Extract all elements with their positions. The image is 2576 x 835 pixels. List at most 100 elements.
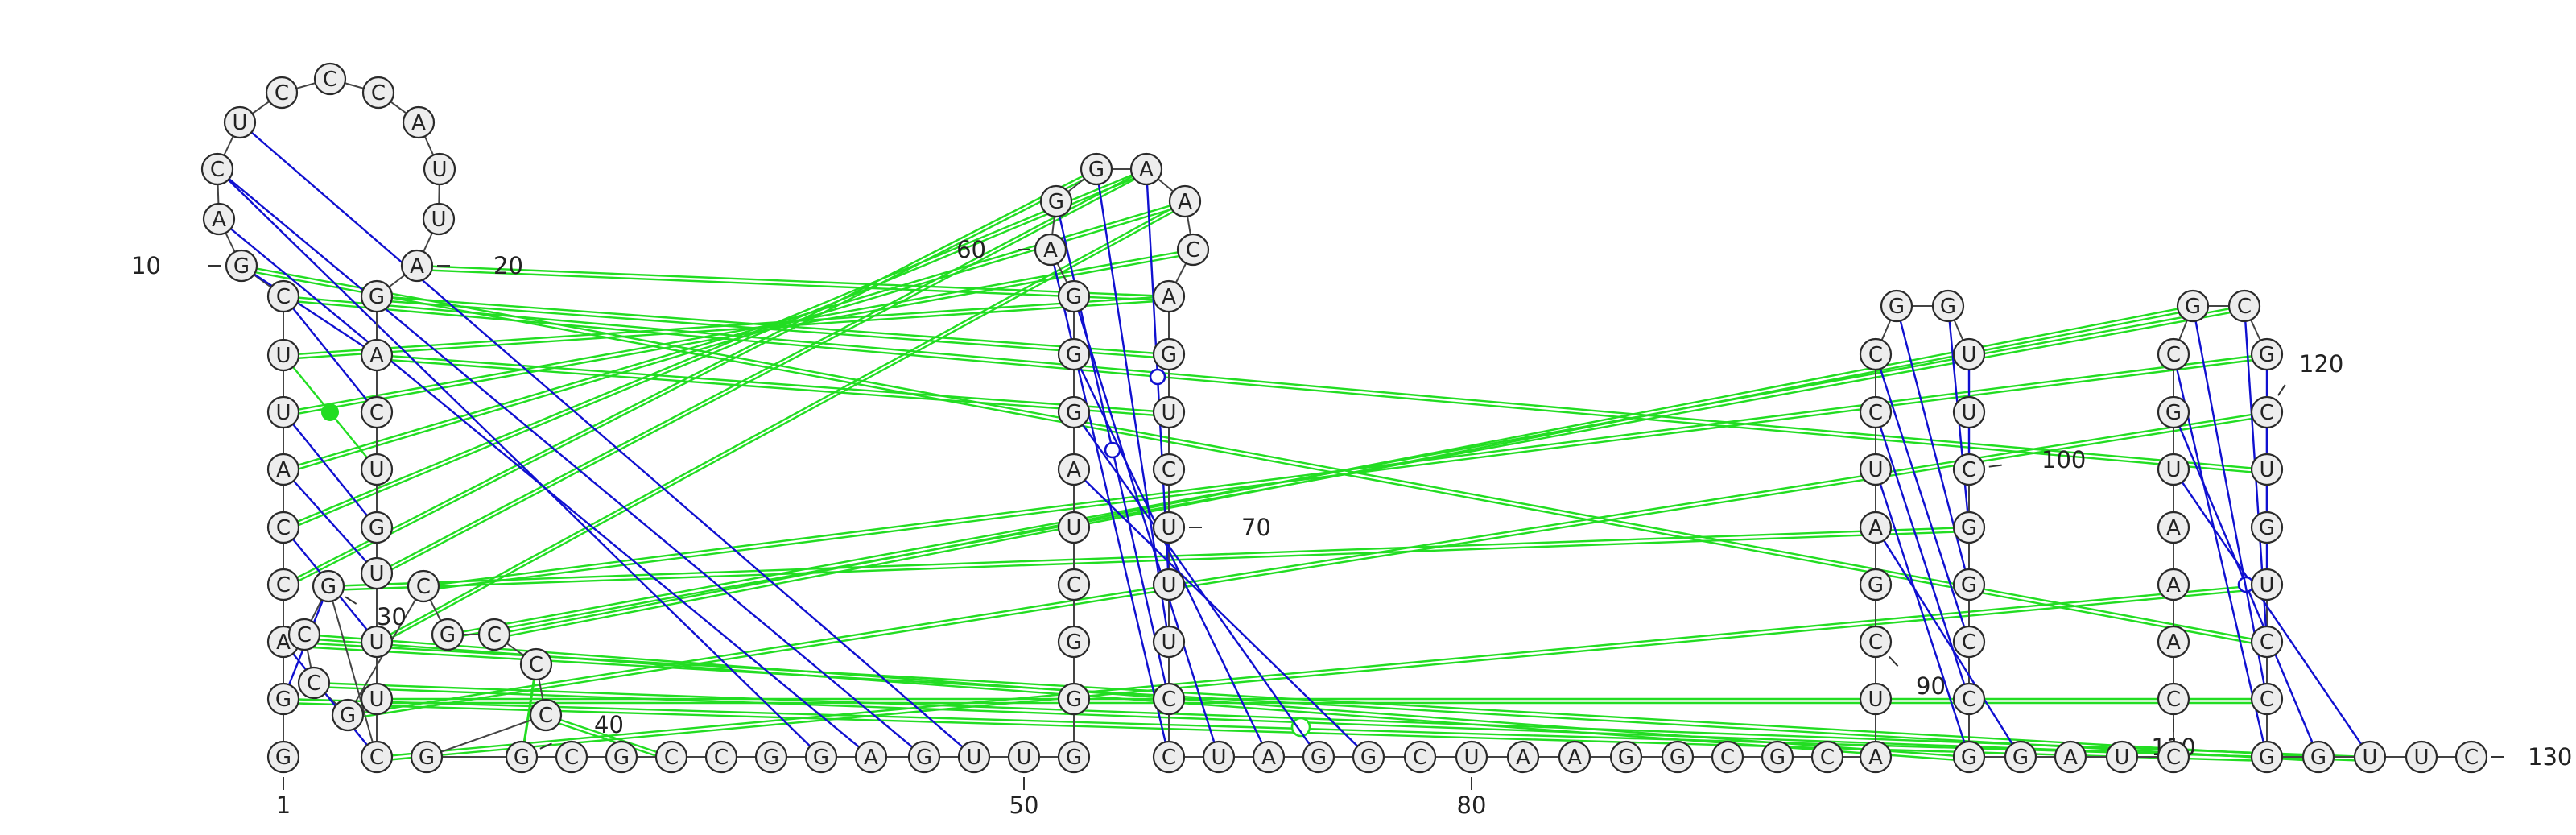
nucleotide-circle [1152,453,1186,486]
nucleotide-letter: U [1161,401,1176,425]
tertiary-interaction-line [545,717,672,763]
nucleotide: G [907,740,941,774]
nucleotide-circle [1129,152,1163,186]
nucleotide: C [1152,453,1186,486]
nucleotide-circle [200,152,234,186]
nucleotide-letter: G [1961,573,1977,597]
nucleotide-circle [297,666,331,700]
tertiary-interaction-line [283,252,1194,418]
nucleotide-circle [907,740,941,774]
nucleotide: U [2250,453,2284,486]
nucleotide-letter: A [276,630,291,655]
nucleotide: A [1152,279,1186,313]
nucleotide: C [2157,740,2190,774]
nucleotide-circle [360,395,394,429]
nucleotide-letter: C [1720,746,1735,770]
nucleotide-circle [1859,682,1893,716]
nucleotide-letter: A [864,746,878,770]
tertiary-interaction-line [328,526,1970,588]
tertiary-interaction-line [376,583,2268,759]
long-range-pair-line [217,168,925,758]
nucleotide: G [1352,740,1385,774]
nucleotide: C [2227,289,2261,323]
nucleotide-circle [2250,453,2284,486]
nucleotide: U [360,682,394,716]
nucleotide: U [1152,511,1186,544]
nucleotide-circle [1057,453,1091,486]
nucleotide-letter: G [1961,516,1977,540]
nucleotide: C [704,740,738,774]
nucleotide-letter: C [210,158,225,182]
nucleotide: C [1859,625,1893,659]
tertiary-interaction-line [283,172,1147,533]
nucleotide-circle [266,568,300,601]
nucleotide-circle [1810,740,1844,774]
nucleotide-letter: A [2166,630,2181,655]
nucleotide: A [2157,511,2190,544]
nucleotide-letter: U [431,158,447,182]
nucleotide-letter: C [1067,573,1081,597]
nucleotide: C [1952,625,1986,659]
nucleotide: C [360,395,394,429]
nucleotide-circle [2353,740,2387,774]
nucleotide: C [287,618,321,651]
nucleotide: G [2250,511,2284,544]
nucleotide-letter: U [1961,343,1976,367]
nucleotide: C [654,740,688,774]
tertiary-interaction-line [347,415,2268,721]
nucleotide: C [529,698,563,732]
nucleotide-circle [2454,740,2488,774]
nucleotide-circle [1057,511,1091,544]
nucleotide: A [1506,740,1540,774]
nucleotide-letter: G [275,688,291,712]
nucleotide-letter: C [2260,688,2274,712]
nucleotide: U [1007,740,1041,774]
long-range-pair-line [217,168,822,758]
nucleotide-letter: G [440,623,456,647]
nucleotide: G [2157,395,2190,429]
nucleotide-circle [2004,740,2037,774]
tertiary-interaction-line [545,713,672,759]
nucleotide-circle [1931,289,1965,323]
nucleotide-circle [1352,740,1385,774]
nucleotide: C [1711,740,1744,774]
nucleotide: U [1952,395,1986,429]
nucleotide-letter: C [369,401,384,425]
nucleotide: G [1609,740,1643,774]
nucleotide: U [2157,453,2190,486]
nucleotide-letter: A [1261,746,1276,770]
nucleotide: A [266,453,300,486]
nucleotide-letter: A [369,344,384,368]
nucleotide: A [854,740,888,774]
canonical-base-pair [1097,184,1168,627]
nucleotide: G [2250,740,2284,774]
nucleotide-letter: C [276,516,291,540]
nucleotide: C [2454,740,2488,774]
nucleotide-circle [2250,682,2284,716]
nucleotide-circle [1661,740,1695,774]
nucleotide-letter: G [369,285,385,309]
nucleotide-circle [1952,625,1986,659]
nucleotide-letter: U [1961,401,1976,425]
nucleotide-circle [266,682,300,716]
nucleotide-circle [225,249,258,283]
nucleotide-circle [654,740,688,774]
canonical-base-pair [2194,320,2265,684]
nucleotide: A [1168,184,1202,218]
nucleotide: G [1880,289,1913,323]
nucleotide-letter: C [539,704,553,728]
nucleotide-letter: C [2166,746,2181,770]
nucleotide-circle [1859,511,1893,544]
nucleotide-circle [1952,511,1986,544]
nucleotide: C [1810,740,1844,774]
nucleotide-circle [360,511,394,544]
nucleotide-letter: G [813,746,829,770]
nucleotide-circle [360,338,394,372]
nucleotide-letter: C [1162,458,1176,482]
nucleotide-letter: U [1868,458,1883,482]
nucleotide: C [360,740,394,774]
nucleotide-letter: C [2166,343,2181,367]
nucleotide-letter: U [966,746,981,770]
nucleotide-circle [400,249,434,283]
